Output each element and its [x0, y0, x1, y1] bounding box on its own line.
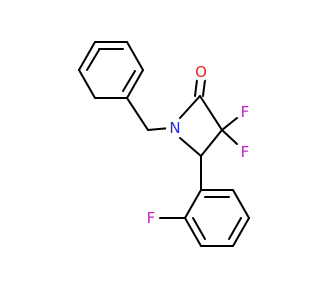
bond: [179, 95, 201, 119]
fluorine-label: F: [241, 143, 250, 161]
double-bond-inner: [228, 217, 242, 240]
atom-nitrogen: N: [166, 119, 184, 137]
bond: [184, 217, 202, 247]
double-bond-inner: [86, 49, 100, 71]
carbonyl-bond: [194, 79, 198, 97]
bond: [200, 129, 223, 157]
benzyl-ring: [78, 41, 144, 99]
bond: [78, 69, 96, 99]
bond: [126, 69, 144, 99]
bond: [221, 117, 238, 131]
bond: [221, 129, 238, 145]
atom-fluorine-a: F: [237, 103, 253, 121]
molecule-diagram: O N F F F: [78, 41, 253, 247]
atom-oxygen: O: [192, 63, 210, 81]
azetidinone-ring: [179, 79, 223, 157]
atom-fluorine-c: F: [143, 209, 159, 227]
structure-canvas: O N F F F: [78, 41, 253, 247]
nitrogen-label: N: [169, 119, 180, 137]
bond: [126, 97, 149, 131]
double-bond-inner: [122, 70, 136, 92]
double-bond-inner: [192, 217, 206, 240]
bond: [232, 189, 250, 219]
bond: [199, 95, 223, 131]
bond: [232, 217, 250, 247]
atom-fluorine-b: F: [237, 143, 253, 161]
bond: [126, 41, 144, 71]
bond: [179, 137, 202, 157]
fluorophenyl-ring: [184, 189, 250, 247]
fluorine-label: F: [241, 103, 250, 121]
carbonyl-bond: [202, 79, 206, 97]
fluorine-label: F: [147, 209, 156, 227]
oxygen-label: O: [195, 63, 207, 81]
bond: [184, 189, 202, 219]
bond: [78, 41, 96, 71]
